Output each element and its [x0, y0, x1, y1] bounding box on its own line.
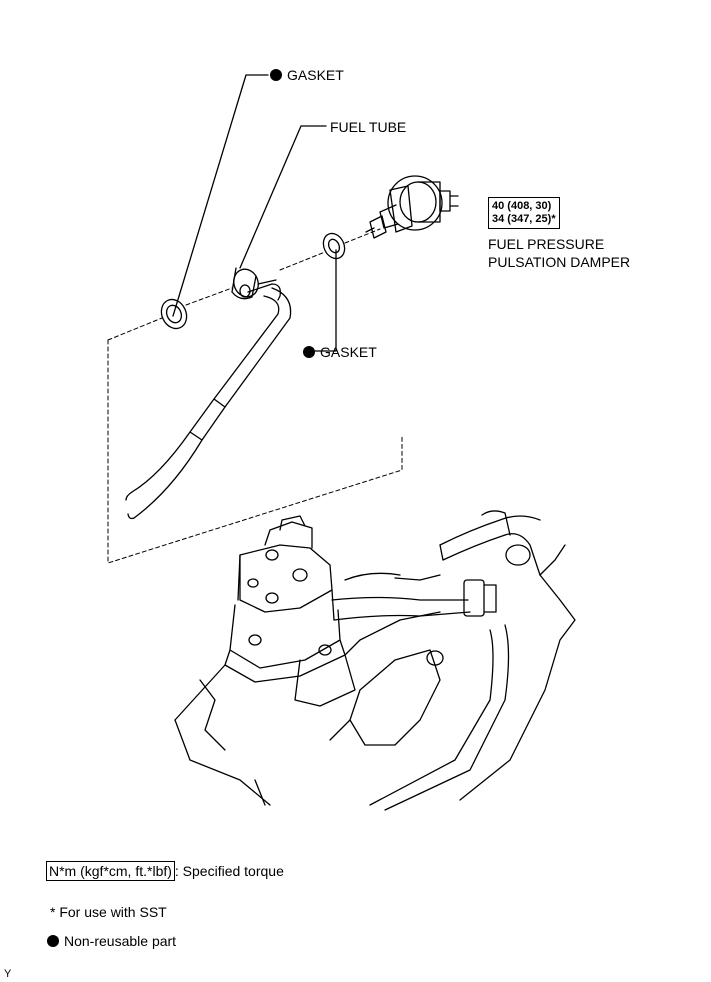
torque-line-1: 40 (408, 30): [492, 200, 552, 212]
legend-sst: * For use with SST: [50, 904, 167, 920]
alignment-dashes: [107, 228, 403, 564]
legend-torque-text: : Specified torque: [174, 863, 284, 879]
filled-circle-icon: [270, 69, 282, 81]
gasket-bottom-text: GASKET: [320, 344, 377, 360]
gasket-top-label: GASKET: [270, 67, 344, 83]
fuel-tube: [125, 267, 292, 520]
legend-nonreusable-text: Non-reusable part: [64, 933, 177, 949]
damper-label-line-1: FUEL PRESSURE: [488, 236, 605, 252]
corner-code: Y: [4, 968, 12, 980]
gasket-bottom-label: GASKET: [303, 344, 377, 360]
filled-circle-icon: [303, 346, 315, 358]
engine-block: [174, 510, 576, 811]
torque-line-2: 34 (347, 25)*: [492, 213, 556, 225]
fuel-tube-label: FUEL TUBE: [330, 119, 407, 135]
torque-spec-box: 40 (408, 30) 34 (347, 25)*: [488, 197, 560, 229]
legend-torque-box: N*m (kgf*cm, ft.*lbf): [46, 861, 175, 881]
gasket-middle: [322, 232, 346, 260]
gasket-top-text: GASKET: [287, 67, 344, 83]
legend-nonreusable: Non-reusable part: [47, 933, 176, 949]
leader-lines: [172, 74, 337, 352]
filled-circle-icon: [47, 935, 59, 947]
damper-label-line-2: PULSATION DAMPER: [488, 254, 631, 270]
gasket-left: [160, 298, 188, 330]
pulsation-damper: [365, 175, 459, 239]
legend-torque: N*m (kgf*cm, ft.*lbf): Specified torque: [46, 861, 284, 881]
